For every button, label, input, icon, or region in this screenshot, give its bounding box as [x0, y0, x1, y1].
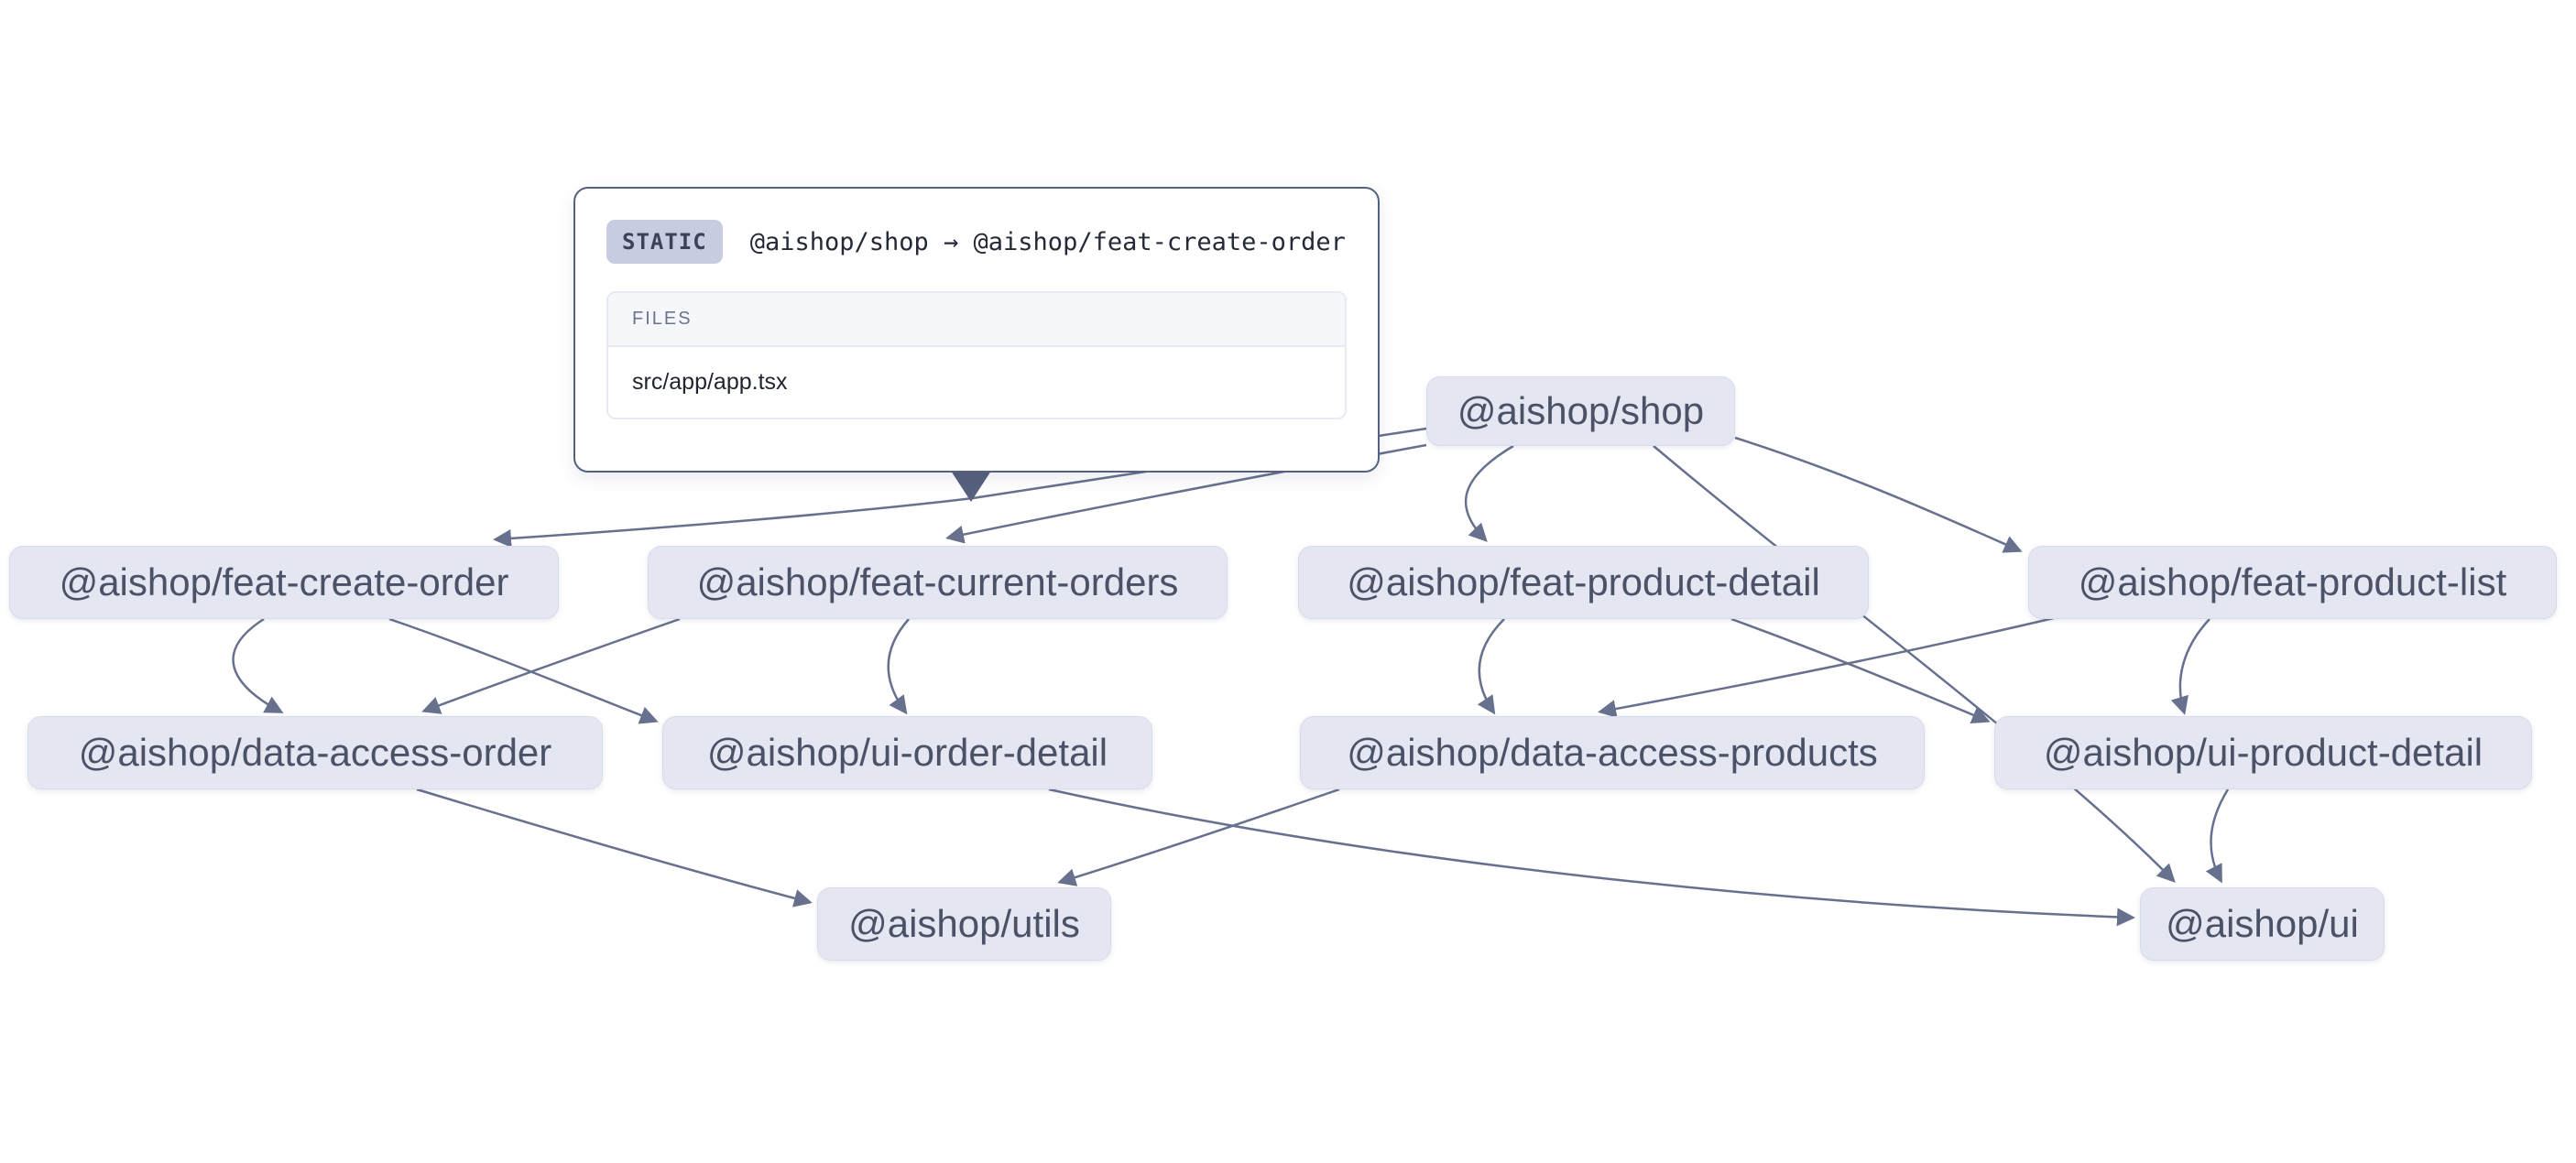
graph-node-feat-product-detail[interactable]: @aishop/feat-product-detail [1298, 546, 1869, 619]
edge-type-badge: STATIC [606, 220, 723, 264]
graph-node-feat-current-orders[interactable]: @aishop/feat-current-orders [648, 546, 1228, 619]
edge-tooltip-title: @aishop/shop → @aishop/feat-create-order [749, 227, 1346, 256]
tooltip-caret [949, 468, 993, 502]
graph-node-utils[interactable]: @aishop/utils [817, 887, 1111, 961]
graph-node-feat-product-list[interactable]: @aishop/feat-product-list [2028, 546, 2557, 619]
edge-feat-current-orders-to-data-access-order[interactable] [421, 617, 681, 714]
graph-node-data-access-products[interactable]: @aishop/data-access-products [1300, 716, 1925, 789]
edge-tooltip: STATIC @aishop/shop → @aishop/feat-creat… [573, 187, 1380, 473]
edge-feat-create-order-to-data-access-order[interactable] [232, 617, 284, 713]
edge-ui-order-detail-to-ui[interactable] [1048, 788, 2135, 927]
edge-feat-current-orders-to-ui-order-detail[interactable] [887, 618, 910, 715]
edge-feat-product-list-to-data-access-products[interactable] [1598, 615, 2058, 718]
edge-feat-product-detail-to-data-access-products[interactable] [1477, 618, 1505, 715]
edge-feat-create-order-to-ui-order-detail[interactable] [388, 617, 659, 724]
edge-shop-to-ui[interactable] [1653, 445, 2176, 883]
edge-shop-to-feat-product-list[interactable] [1734, 436, 2023, 553]
edge-group [232, 427, 2230, 927]
edge-feat-product-list-to-ui-product-detail[interactable] [2170, 618, 2210, 715]
graph-node-data-access-order[interactable]: @aishop/data-access-order [27, 716, 603, 789]
graph-node-ui[interactable]: @aishop/ui [2140, 887, 2385, 961]
edge-shop-to-feat-product-detail[interactable] [1464, 444, 1514, 542]
graph-node-ui-order-detail[interactable]: @aishop/ui-order-detail [662, 716, 1152, 789]
tooltip-header-row: STATIC @aishop/shop → @aishop/feat-creat… [606, 220, 1347, 264]
graph-node-ui-product-detail[interactable]: @aishop/ui-product-detail [1994, 716, 2532, 789]
edge-data-access-products-to-utils[interactable] [1057, 788, 1340, 886]
edge-feat-product-detail-to-ui-product-detail[interactable] [1730, 617, 1991, 724]
edge-ui-product-detail-to-ui[interactable] [2205, 788, 2230, 884]
files-panel: FILES src/app/app.tsx [606, 291, 1347, 419]
files-header-label: FILES [608, 293, 1345, 347]
graph-node-shop[interactable]: @aishop/shop [1426, 376, 1735, 446]
edge-data-access-order-to-utils[interactable] [416, 788, 813, 908]
file-row: src/app/app.tsx [608, 347, 1345, 418]
graph-node-feat-create-order[interactable]: @aishop/feat-create-order [9, 546, 559, 619]
